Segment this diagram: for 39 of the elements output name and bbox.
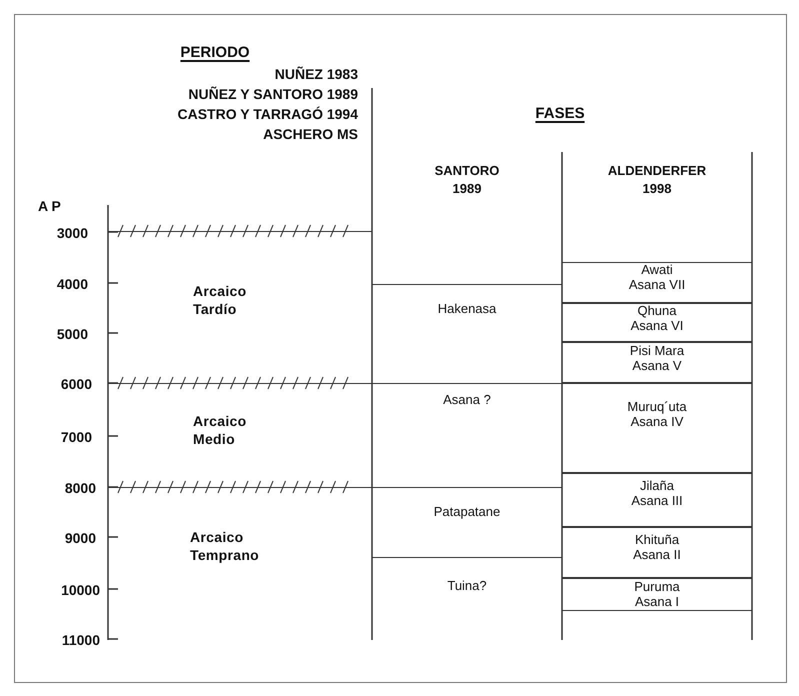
- phase-name: Khituña Asana II: [632, 532, 682, 562]
- phase-name: Jilaña Asana III: [630, 478, 684, 508]
- axis-tick-label: 10000: [60, 582, 100, 598]
- phase-name: Qhuna Asana VI: [630, 303, 684, 333]
- reference: NUÑEZ 1983: [274, 66, 358, 82]
- phase-name: Puruma Asana I: [633, 579, 681, 609]
- phase-band: [562, 303, 752, 342]
- phase-band: [562, 578, 752, 611]
- phase-name: Muruq´uta Asana IV: [626, 399, 688, 429]
- reference: ASCHERO MS: [262, 126, 358, 142]
- axis-tick-label: 3000: [56, 225, 88, 241]
- column-heading: SANTORO 1989: [434, 162, 500, 198]
- phase-band: [562, 383, 752, 473]
- phase-name: Patapatane: [432, 504, 502, 519]
- axis-tick-label: 6000: [60, 376, 92, 392]
- axis-title: A P: [38, 198, 62, 214]
- phase-band: [562, 262, 752, 303]
- phase-name: Tuina?: [446, 578, 488, 593]
- phase-band: [562, 527, 752, 578]
- reference: NUÑEZ Y SANTORO 1989: [187, 86, 358, 102]
- column-heading: ALDENDERFER 1998: [606, 162, 708, 198]
- axis-tick-label: 11000: [60, 632, 100, 648]
- axis-tick-label: 8000: [64, 480, 96, 496]
- phase-name: Hakenasa: [436, 301, 498, 316]
- period-name: Arcaico Tardío: [193, 282, 248, 318]
- axis-tick-label: 5000: [56, 326, 88, 342]
- column-heading: PERIODO: [179, 44, 251, 61]
- period-name: Arcaico Temprano: [190, 528, 260, 564]
- axis-tick-label: 9000: [64, 530, 96, 546]
- phase-name: Pisi Mara Asana V: [628, 343, 686, 373]
- axis-tick-label: 7000: [60, 429, 92, 445]
- axis-tick-label: 4000: [56, 276, 88, 292]
- column-heading: FASES: [534, 105, 586, 122]
- phase-band: [562, 473, 752, 527]
- phase-name: Awati Asana VII: [628, 262, 686, 292]
- reference: CASTRO Y TARRAGÓ 1994: [176, 106, 358, 122]
- phase-band: [562, 342, 752, 383]
- phase-name: Asana ?: [442, 392, 492, 407]
- period-name: Arcaico Medio: [193, 412, 248, 448]
